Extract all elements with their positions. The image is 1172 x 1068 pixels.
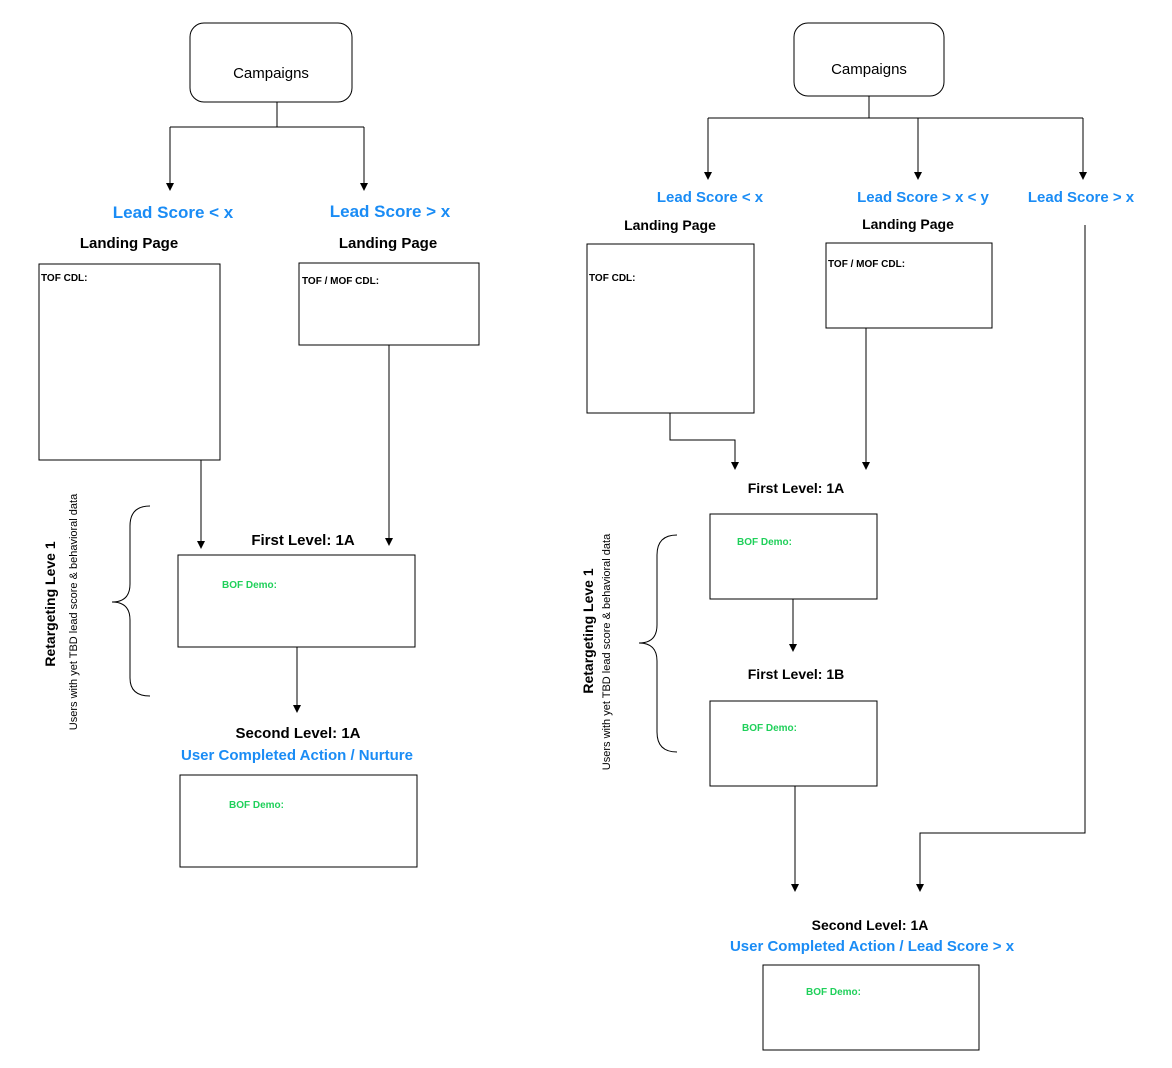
right-first-level-1b-title: First Level: 1B — [748, 666, 844, 682]
right-diagram: Campaigns Lead Score < x Lead Score > x … — [580, 22, 1135, 1051]
left-lead-score-low: Lead Score < x — [113, 203, 234, 222]
left-first-level-title: First Level: 1A — [251, 532, 355, 549]
left-tof-cdl-label: TOF CDL: — [41, 273, 87, 284]
right-tof-cdl-label: TOF CDL: — [589, 273, 635, 284]
right-lead-score-mid: Lead Score > x < y — [857, 189, 989, 206]
right-campaigns-node — [793, 22, 945, 97]
left-tof-mof-cdl-box — [298, 262, 480, 346]
right-landing-page-low: Landing Page — [624, 217, 716, 233]
right-campaigns-label: Campaigns — [831, 61, 907, 78]
right-retargeting-subtitle: Users with yet TBD lead score & behavior… — [601, 533, 613, 770]
left-retargeting-subtitle: Users with yet TBD lead score & behavior… — [68, 493, 80, 730]
left-tof-mof-cdl-label: TOF / MOF CDL: — [302, 276, 379, 287]
left-landing-page-high: Landing Page — [339, 235, 437, 252]
left-landing-page-low: Landing Page — [80, 235, 178, 252]
left-first-level-box — [177, 554, 416, 648]
left-second-level-bof-label: BOF Demo: — [229, 800, 284, 811]
right-arrow-high-to-second — [916, 225, 1086, 892]
right-retargeting-brace — [638, 534, 678, 753]
left-campaigns-label: Campaigns — [233, 65, 309, 82]
right-second-level-title: Second Level: 1A — [812, 917, 929, 933]
left-tof-cdl-box — [38, 263, 221, 461]
right-tof-mof-cdl-box — [825, 242, 993, 329]
left-second-level-box — [179, 774, 418, 868]
right-second-level-bof-label: BOF Demo: — [806, 987, 861, 998]
right-first-level-1b-box — [709, 700, 878, 787]
left-retargeting-title: Retargeting Leve 1 — [42, 541, 58, 666]
left-user-action-label: User Completed Action / Nurture — [181, 747, 413, 764]
right-first-level-1a-bof-label: BOF Demo: — [737, 537, 792, 548]
right-landing-page-mid: Landing Page — [862, 216, 954, 232]
left-second-level-title: Second Level: 1A — [235, 725, 360, 742]
left-diagram: Campaigns Lead Score < x Lead Score > x … — [38, 22, 480, 868]
left-retargeting-brace — [111, 505, 151, 697]
right-tof-mof-cdl-label: TOF / MOF CDL: — [828, 259, 905, 270]
right-first-level-1b-bof-label: BOF Demo: — [742, 723, 797, 734]
right-retargeting-title: Retargeting Leve 1 — [580, 568, 596, 693]
left-lead-score-high: Lead Score > x — [330, 202, 451, 221]
left-first-level-bof-label: BOF Demo: — [222, 580, 277, 591]
right-lead-score-low: Lead Score < x — [657, 189, 764, 206]
right-first-level-1a-title: First Level: 1A — [748, 480, 844, 496]
right-arrow-tof-to-first — [669, 413, 739, 470]
right-second-level-box — [762, 964, 980, 1051]
right-tof-cdl-box — [586, 243, 755, 414]
left-campaigns-node — [189, 22, 353, 103]
right-lead-score-high: Lead Score > x — [1028, 189, 1135, 206]
right-user-action-label: User Completed Action / Lead Score > x — [730, 938, 1015, 955]
right-first-level-1a-box — [709, 513, 878, 600]
